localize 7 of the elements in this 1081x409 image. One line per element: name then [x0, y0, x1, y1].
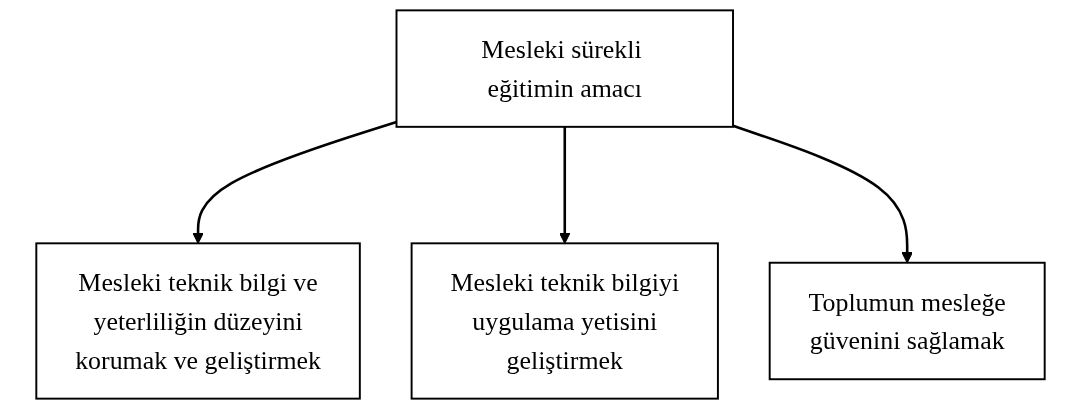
node-box: Mesleki teknik bilgi ve yeterliliğin düzeyini korumak ve geliştirmek	[35, 242, 361, 400]
node-box: Toplumun mesleğe güvenini sağlamak	[768, 261, 1046, 381]
arrow	[732, 124, 913, 264]
node-box: Mesleki sürekli eğitimin amacı	[395, 9, 734, 128]
arrow	[559, 126, 571, 244]
node-box: Mesleki teknik bilgiyi uygulama yetisini geliştirmek	[410, 242, 719, 400]
arrow	[192, 120, 397, 244]
